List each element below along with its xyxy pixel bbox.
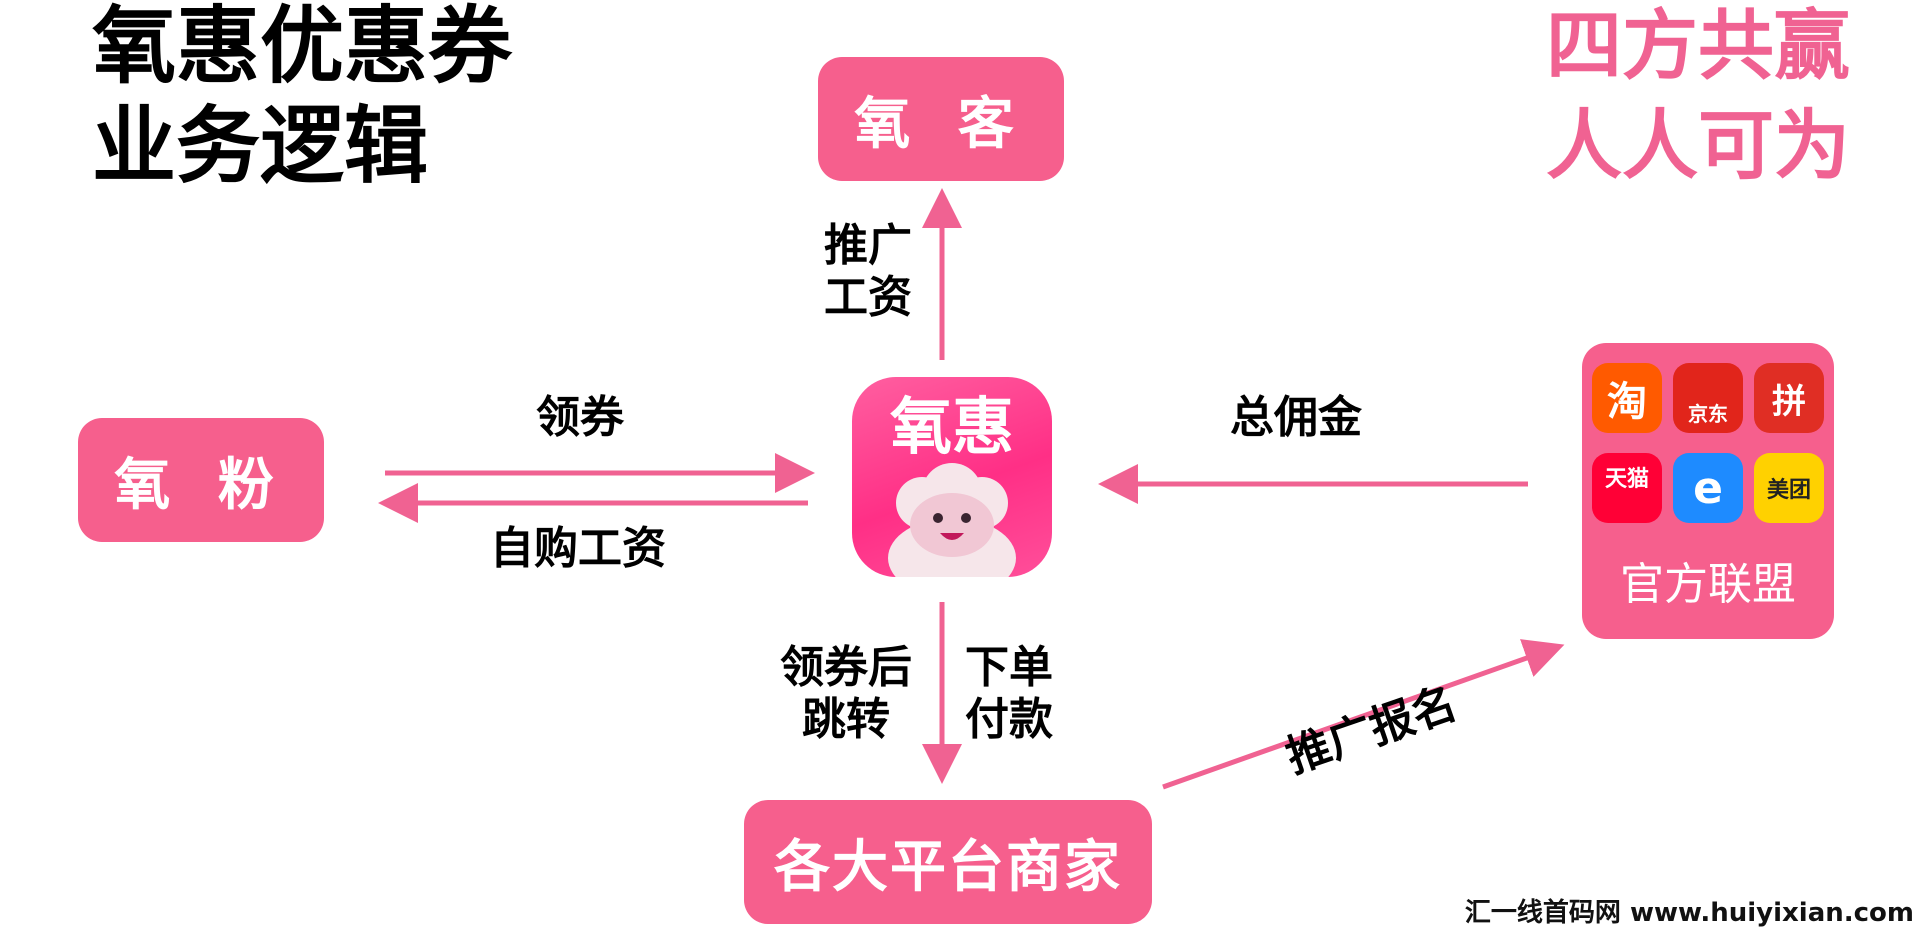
label-order-payment-line-1: 下单	[965, 642, 1053, 693]
label-self-purchase-wage-text: 自购工资	[490, 523, 666, 574]
tmall-label: 天猫	[1604, 467, 1649, 492]
tmall-icon: 天猫	[1592, 453, 1662, 523]
taobao-label: 淘	[1607, 379, 1647, 425]
label-total-commission: 总佣金	[1230, 392, 1362, 444]
taobao-icon: 淘	[1592, 363, 1662, 433]
node-merchants-label: 各大平台商家	[774, 834, 1122, 900]
meituan-icon: 美团	[1754, 453, 1824, 523]
node-merchants: 各大平台商家	[744, 800, 1152, 924]
label-total-commission-text: 总佣金	[1230, 392, 1362, 443]
label-get-coupon-text: 领券	[536, 392, 624, 443]
node-oxygen-fans-label: 氧 粉	[114, 452, 288, 518]
pinduoduo-icon: 拼	[1754, 363, 1824, 433]
label-order-payment: 下单 付款	[965, 642, 1053, 746]
label-self-purchase-wage: 自购工资	[490, 523, 666, 575]
jd-label: 京东	[1688, 402, 1728, 426]
title-line-2: 业务逻辑	[92, 97, 429, 195]
label-get-coupon: 领券	[536, 392, 624, 444]
node-oxygen-fans: 氧 粉	[78, 418, 324, 542]
arrow-merchants-to-alliance	[1162, 639, 1565, 790]
meituan-label: 美团	[1766, 478, 1811, 503]
node-oxygen-guest-label: 氧 客	[854, 91, 1028, 157]
pinduoduo-label: 拼	[1772, 381, 1806, 422]
slogan: 四方共赢 人人可为	[1480, 0, 1850, 196]
eleme-icon: e	[1673, 453, 1743, 523]
slogan-line-2: 人人可为	[1546, 101, 1850, 190]
watermark: 汇一线首码网 www.huiyixian.com	[1464, 898, 1914, 928]
node-oxygen-guest: 氧 客	[818, 57, 1064, 181]
node-official-alliance: 淘 京东 拼 天猫 e 美团 官方联盟	[1582, 343, 1834, 639]
app-brand-text: 氧惠	[889, 390, 1014, 463]
mascot-icon	[888, 463, 1016, 577]
label-redirect-line-1: 领券后	[780, 642, 912, 693]
eleme-label: e	[1693, 462, 1723, 514]
label-promo-wage-line-1: 推广	[824, 220, 912, 271]
slogan-line-1: 四方共赢	[1546, 1, 1850, 90]
label-promo-wage-line-2: 工资	[824, 272, 912, 323]
label-redirect: 领券后 跳转	[780, 642, 912, 746]
diagram-title: 氧惠优惠券 业务逻辑	[92, 0, 512, 196]
title-line-1: 氧惠优惠券	[92, 0, 513, 95]
alliance-label: 官方联盟	[1620, 559, 1796, 610]
label-redirect-line-2: 跳转	[802, 694, 890, 745]
app-icon-oxygen-benefit: 氧惠	[852, 377, 1052, 577]
label-promo-wage: 推广 工资	[824, 220, 912, 324]
label-order-payment-line-2: 付款	[965, 694, 1053, 745]
jd-icon: 京东	[1673, 363, 1743, 433]
